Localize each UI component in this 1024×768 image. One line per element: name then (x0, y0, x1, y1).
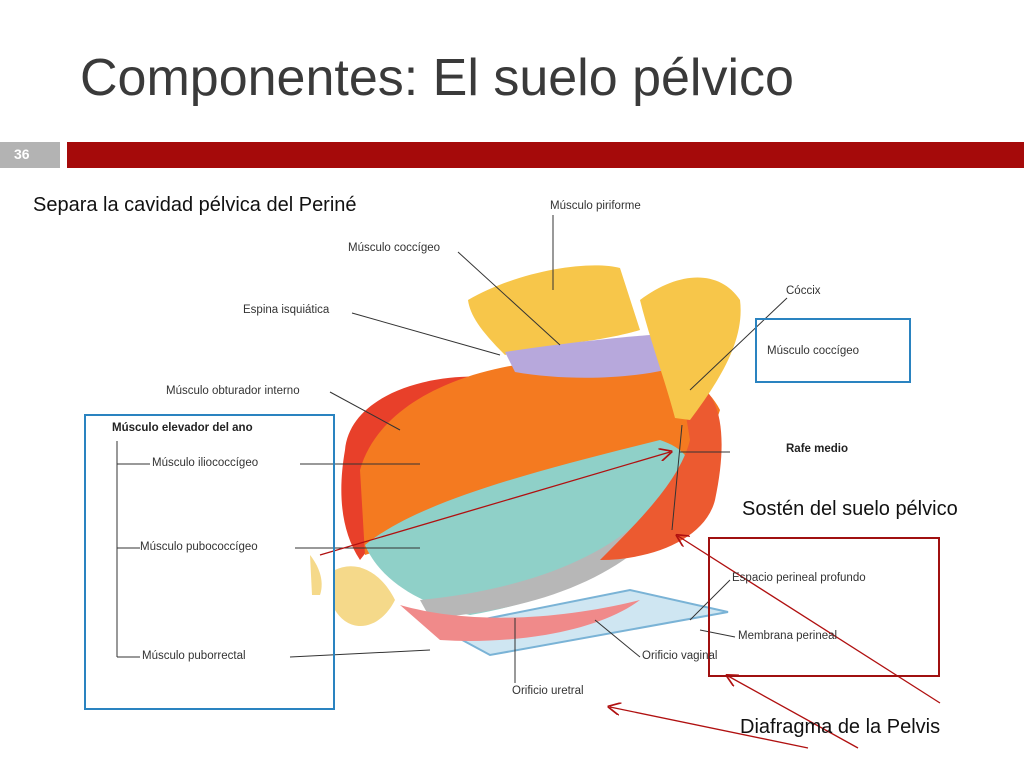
coccyx-shape (640, 277, 741, 420)
slide-title: Componentes: El suelo pélvico (80, 49, 794, 107)
label-espacio: Espacio perineal profundo (732, 572, 866, 584)
leader-lines (116, 215, 788, 683)
arrow-to-rafe (319, 452, 670, 556)
label-elevador: Músculo elevador del ano (112, 422, 253, 434)
arrow-diafragma-1 (728, 676, 859, 749)
bottom-pink-shape (400, 600, 640, 641)
label-espina: Espina isquiática (243, 304, 330, 316)
right-red-shape (600, 380, 722, 560)
caption-diafragma: Diafragma de la Pelvis (740, 716, 941, 738)
label-rafe: Rafe medio (786, 443, 848, 455)
label-coccix: Cóccix (786, 285, 821, 297)
arrow-diafragma-2 (610, 707, 809, 749)
label-uretral: Orificio uretral (512, 685, 584, 697)
coccygeus-shape (505, 335, 665, 378)
label-vaginal: Orificio vaginal (642, 650, 718, 662)
label-coccigeo-right: Músculo coccígeo (767, 345, 860, 357)
label-puborrectal: Músculo puborrectal (142, 650, 246, 662)
coccygeus-highlight-box (755, 318, 911, 383)
ischial-bone-shape (310, 555, 322, 595)
slide-number-box (0, 142, 60, 168)
caption-soston: Sostén del suelo pélvico (742, 498, 958, 520)
label-pubococcigeo: Músculo pubococcígeo (140, 541, 258, 553)
levator-ani-box (84, 414, 335, 710)
label-obturador: Músculo obturador interno (166, 385, 300, 397)
pubic-bone-shape (335, 566, 395, 627)
piriformis-shape (468, 265, 640, 355)
pubococcygeus-shape (365, 440, 694, 615)
label-piriforme: Músculo piriforme (550, 200, 641, 212)
header-red-bar (67, 142, 1024, 168)
label-iliococcigeo: Músculo iliococcígeo (152, 457, 259, 469)
perineal-space-box (708, 537, 940, 677)
slide-number: 36 (14, 146, 30, 162)
label-coccigeo-top: Músculo coccígeo (348, 242, 441, 254)
label-membrana: Membrana perineal (738, 630, 838, 642)
caption-separa: Separa la cavidad pélvica del Periné (33, 194, 357, 216)
